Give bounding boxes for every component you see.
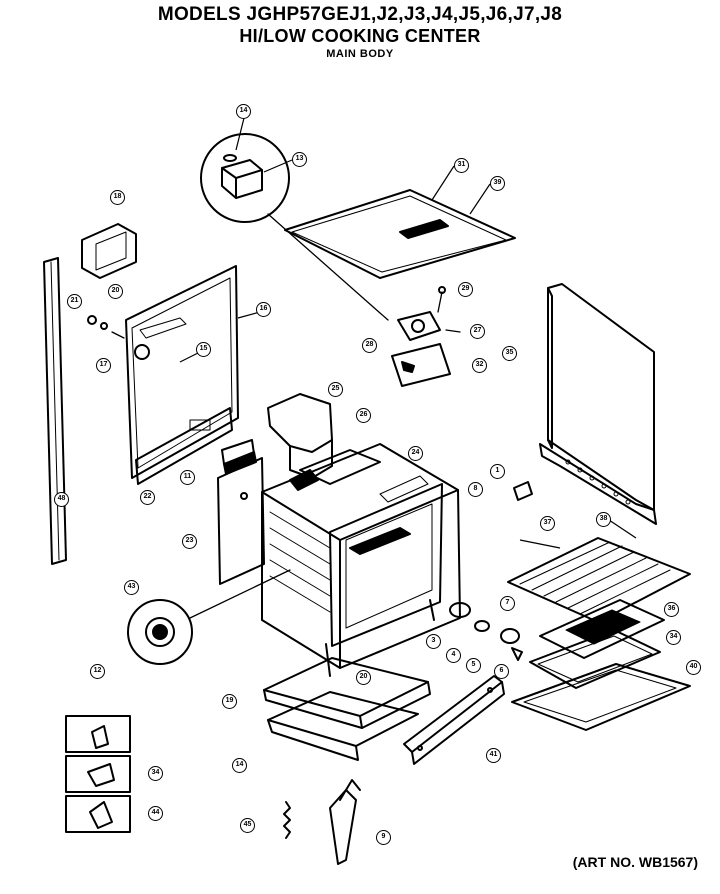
callout-1: 1 [490,464,505,479]
callout-41: 45 [240,818,255,833]
bottom-panel-part [263,657,431,729]
oven-rack-part [507,537,691,623]
callout-40: 40 [686,660,701,675]
callout-34: 34 [666,630,681,645]
callout-16: 16 [256,302,271,317]
top-panel-part [284,189,516,279]
callout-35: 35 [502,346,517,361]
diagram-title-product: HI/LOW COOKING CENTER [239,26,481,46]
diagram-subtitle-section: MAIN BODY [326,48,394,60]
drip-pan-part [529,629,661,689]
callout-34b: 34 [148,766,163,781]
callout-11: 11 [180,470,195,485]
leader-line [189,569,291,619]
door-panel-part [539,283,657,525]
callout-25: 25 [328,382,343,397]
callout-9: 9 [376,830,391,845]
callout-19: 19 [222,694,237,709]
callout-3: 3 [426,634,441,649]
small-fasteners-left [87,315,255,465]
callout-4: 4 [446,648,461,663]
callout-27: 27 [470,324,485,339]
callout-31: 31 [454,158,469,173]
hinge-part [329,779,361,865]
callout-28: 28 [362,338,377,353]
valve-assembly-part [391,286,461,387]
broiler-pan-part [539,599,665,659]
large-tray-part [511,663,691,731]
detail-box-20 [65,795,131,833]
callout-18: 18 [110,190,125,205]
callout-6: 6 [494,664,509,679]
spring-part [283,801,291,839]
callout-13: 13 [292,152,307,167]
callout-37: 37 [540,516,555,531]
vent-trim-part [223,451,257,475]
callout-23: 23 [182,534,197,549]
callout-20: 20 [108,284,123,299]
leader-lines [179,117,637,549]
knob-detail-circle [127,599,193,665]
bracket-part [81,223,137,279]
callout-8: 8 [468,482,483,497]
callout-21: 21 [67,294,82,309]
callout-30: 41 [486,748,501,763]
callout-20b: 20 [356,670,371,685]
control-knobs-part [449,481,533,661]
callout-36: 36 [664,602,679,617]
callout-38: 38 [596,512,611,527]
base-pan-part [267,691,419,761]
detail-box-19 [65,755,131,793]
callout-24: 24 [408,446,423,461]
callout-15: 15 [196,342,211,357]
callout-26: 26 [356,408,371,423]
back-panel-part [125,265,239,485]
art-number-label: (ART NO. WB1567) [572,854,698,870]
callout-48: 48 [54,492,69,507]
callout-14: 14 [236,104,251,119]
callout-22: 22 [140,490,155,505]
callout-44: 44 [148,806,163,821]
callout-5: 5 [466,658,481,673]
side-panel-part [217,457,265,585]
callout-14b: 14 [232,758,247,773]
detail-box-12 [65,715,131,753]
callout-39: 39 [490,176,505,191]
callout-17: 17 [96,358,111,373]
callout-32: 32 [472,358,487,373]
callout-43: 43 [124,580,139,595]
side-rail-part [403,675,505,765]
callout-7: 7 [500,596,515,611]
callout-29: 29 [458,282,473,297]
side-trim-strip-part [43,257,67,565]
diagram-title-models: MODELS JGHP57GEJ1,J2,J3,J4,J5,J6,J7,J8 [157,4,563,25]
callout-12: 12 [90,664,105,679]
